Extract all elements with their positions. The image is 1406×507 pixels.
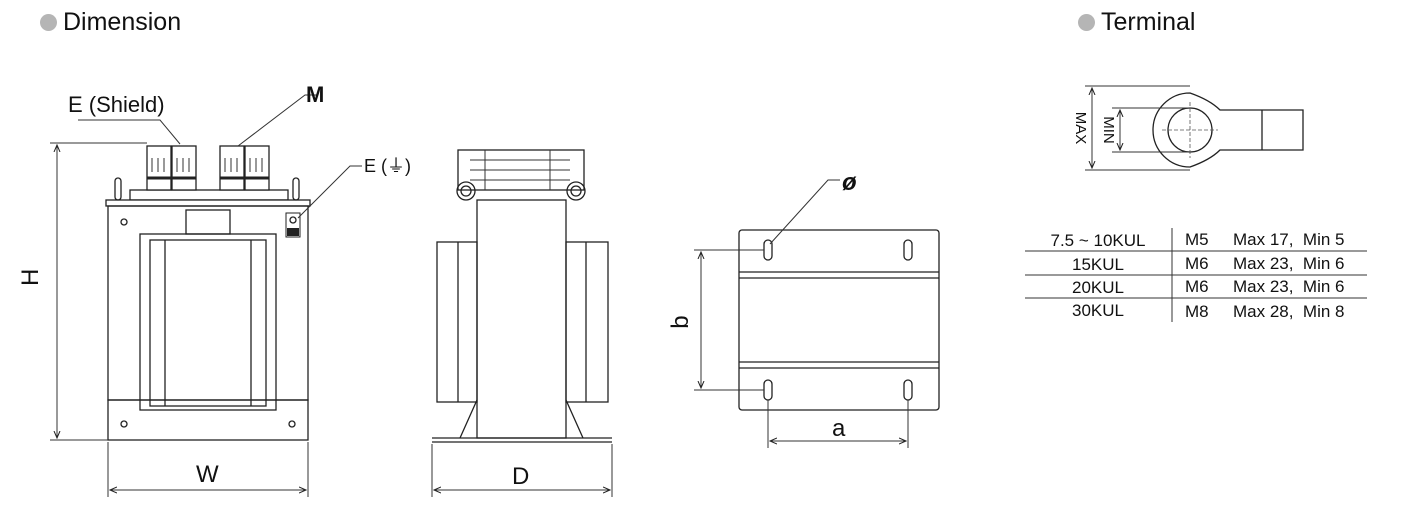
terminal-blocks-shield	[146, 145, 197, 191]
terminal-heading-text: Terminal	[1101, 8, 1196, 36]
model-cell: 15KUL	[1072, 255, 1124, 274]
bullet-icon	[40, 14, 57, 31]
terminal-m-label: M	[306, 82, 324, 107]
dimension-heading: Dimension	[40, 8, 181, 37]
width-label: W	[196, 461, 219, 488]
spec-cell: Max 23, Min 6	[1233, 254, 1345, 273]
terminal-blocks-main	[219, 145, 270, 191]
spec-cell: Max 28, Min 8	[1233, 302, 1345, 321]
table-row: 30KUL M8 Max 28, Min 8	[1072, 301, 1344, 321]
model-cell: 20KUL	[1072, 278, 1124, 297]
side-view: D	[431, 149, 613, 497]
spec-cell: Max 17, Min 5	[1233, 230, 1345, 249]
spec-cell: Max 23, Min 6	[1233, 277, 1345, 296]
mount-b-label: b	[667, 315, 694, 328]
terminal-table: 7.5 ~ 10KUL M5 Max 17, Min 5 15KUL M6 Ma…	[1025, 228, 1367, 322]
mount-hole	[763, 379, 773, 401]
screw-cell: M6	[1185, 254, 1209, 273]
screw-cell: M5	[1185, 230, 1209, 249]
bottom-view: ø b a	[667, 169, 940, 448]
terminal-lug: MAX MIN	[1072, 85, 1304, 171]
model-cell: 7.5 ~ 10KUL	[1051, 231, 1146, 250]
model-cell: 30KUL	[1072, 301, 1124, 320]
lug-min-label: MIN	[1100, 116, 1117, 144]
screw-cell: M8	[1185, 302, 1209, 321]
mount-a-label: a	[832, 415, 846, 442]
terminal-heading: Terminal	[1078, 8, 1195, 37]
table-row: 7.5 ~ 10KUL M5 Max 17, Min 5	[1051, 230, 1345, 250]
depth-label: D	[512, 463, 529, 490]
ground-label: E (⏚)	[364, 156, 411, 176]
hole-label: ø	[842, 169, 857, 196]
mount-hole	[903, 379, 913, 401]
dimension-heading-text: Dimension	[63, 8, 182, 36]
shield-label: E (Shield)	[68, 92, 165, 117]
mount-hole	[903, 239, 913, 261]
table-row: 15KUL M6 Max 23, Min 6	[1072, 254, 1344, 274]
height-label: H	[17, 269, 44, 286]
bullet-icon	[1078, 14, 1095, 31]
front-view: E (Shield) M E (⏚) H W	[17, 82, 411, 497]
screw-cell: M6	[1185, 277, 1209, 296]
table-row: 20KUL M6 Max 23, Min 6	[1072, 277, 1344, 297]
lug-max-label: MAX	[1072, 112, 1089, 145]
